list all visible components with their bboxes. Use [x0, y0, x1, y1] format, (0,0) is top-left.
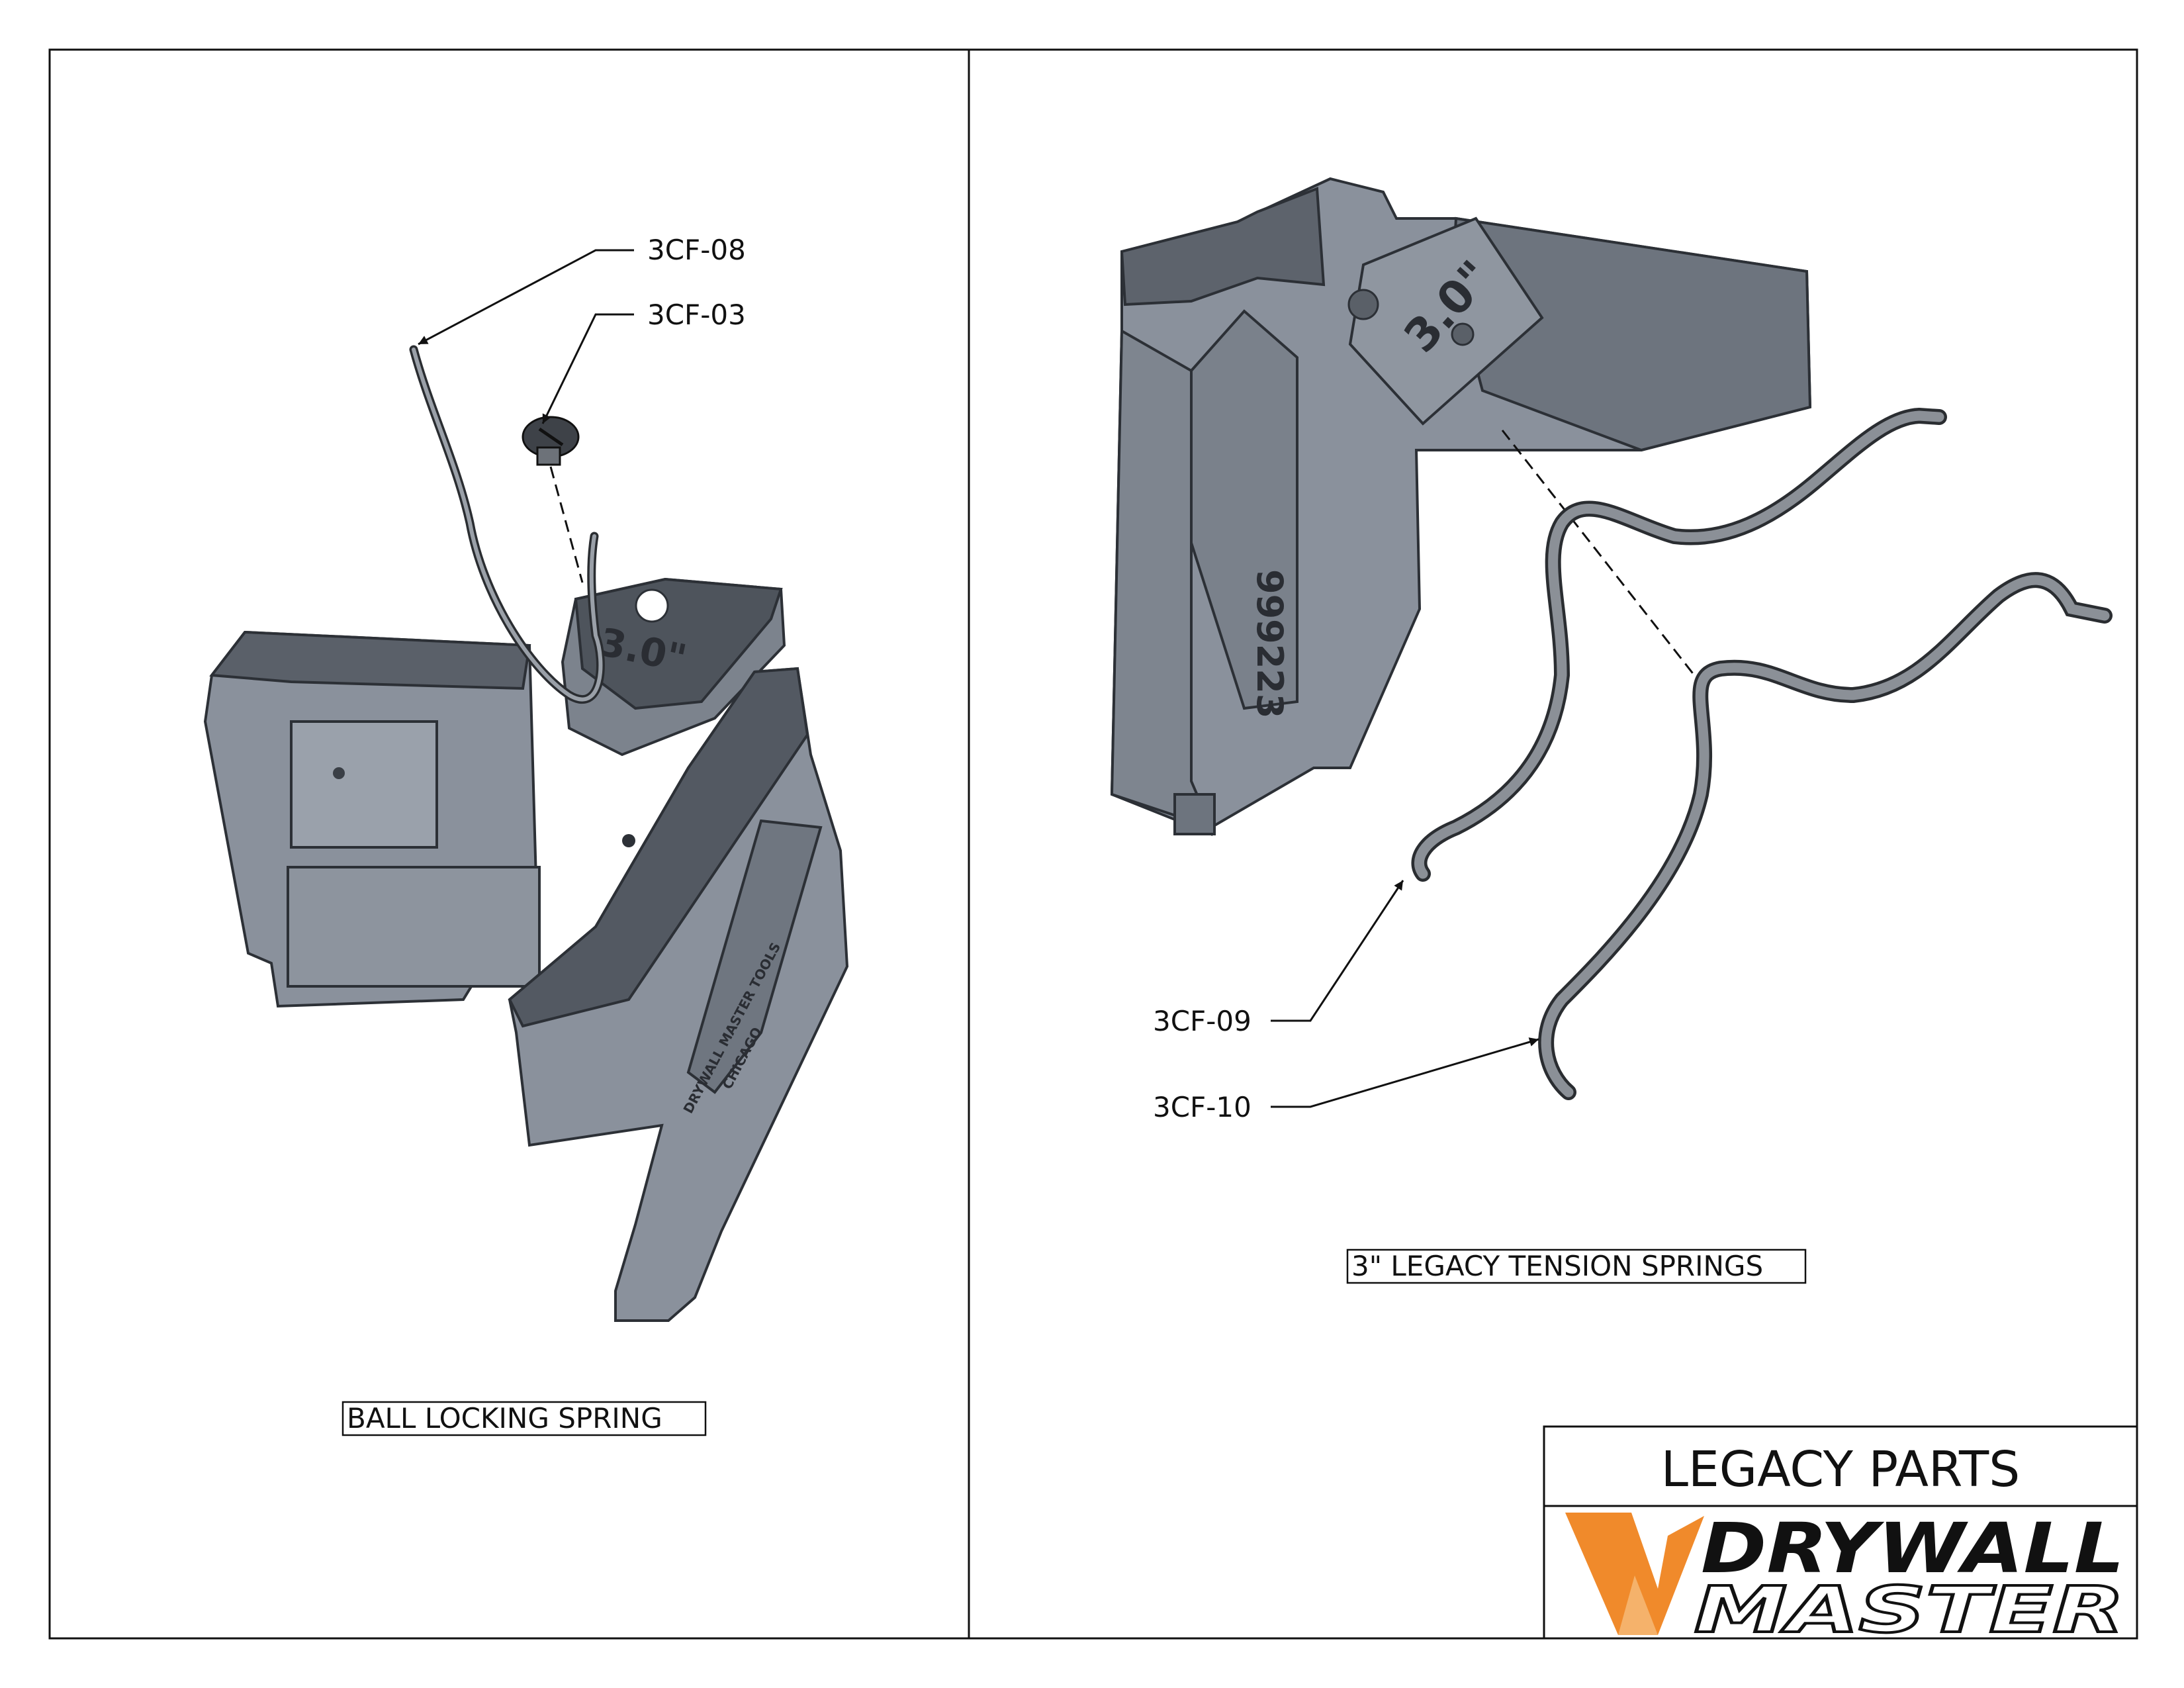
right-centerline — [1501, 430, 1696, 676]
logo-line-master: MASTER — [1694, 1573, 2124, 1647]
tension-spring-icon — [1538, 572, 2113, 1100]
left-back-slot — [290, 720, 438, 849]
leader-3cf-03 — [541, 313, 634, 424]
logo-chevron-dark — [1565, 1513, 1704, 1635]
screw-icon — [522, 416, 580, 466]
logo-line-drywall: DRYWALL — [1701, 1508, 2124, 1589]
left-head-notch — [635, 588, 669, 623]
left-lower-rail — [287, 866, 541, 988]
title-legacy-parts: LEGACY PARTS — [1661, 1441, 2020, 1498]
right-hole-1 — [1451, 322, 1475, 346]
drywall-master-logo: DRYWALL MASTER — [1565, 1508, 2126, 1648]
title-block: LEGACY PARTS DRYWALL MASTER — [1543, 1425, 2138, 1648]
caption-box-right — [1346, 1248, 1807, 1284]
right-top-face — [1120, 187, 1326, 306]
wire-spring-icon — [409, 345, 605, 704]
leader-3cf-09 — [1271, 880, 1404, 1022]
screw-centerline — [549, 466, 584, 583]
right-foot — [1173, 793, 1216, 835]
callout-3cf-08: 3CF-08 — [647, 234, 746, 266]
left-pin-hole — [333, 767, 345, 779]
left-front-hole — [622, 834, 635, 847]
right-angled-face — [1348, 216, 1544, 426]
caption-box-left — [341, 1401, 707, 1436]
left-front-channel — [686, 819, 823, 1094]
sheet-border — [48, 48, 2138, 1640]
callout-3cf-09: 3CF-09 — [1153, 1005, 1251, 1037]
right-number-engraving: 999223 — [1249, 569, 1291, 718]
left-front-top — [508, 667, 809, 1028]
leader-3cf-10 — [1271, 1037, 1539, 1108]
callout-3cf-03: 3CF-03 — [647, 299, 746, 331]
right-hole-2 — [1347, 289, 1379, 320]
left-assembly-view: 3.0" DRYWALL MASTER TOOLS CHICAGO 3CF-08… — [203, 234, 849, 1436]
caption-ball-locking-spring: BALL LOCKING SPRING — [347, 1402, 662, 1434]
caption-legacy-tension-springs: 3" LEGACY TENSION SPRINGS — [1351, 1250, 1763, 1282]
leader-3cf-08 — [418, 249, 634, 346]
callout-3cf-10: 3CF-10 — [1153, 1091, 1251, 1123]
logo-chevron-light — [1618, 1575, 1658, 1635]
left-head-top — [574, 577, 783, 710]
left-back-block-top — [209, 630, 531, 690]
right-assembly-view: 3.0" 999223 3CF-09 3CF-10 3" LEGACY TENS… — [1110, 177, 2113, 1284]
tension-spring-icon — [1411, 407, 1947, 882]
